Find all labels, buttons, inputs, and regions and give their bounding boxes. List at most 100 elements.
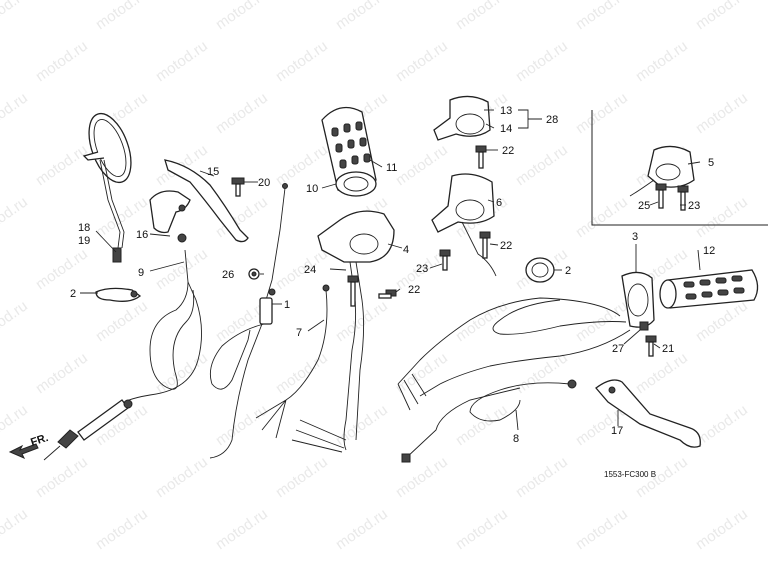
watermark-text: motod.ru: [93, 505, 151, 553]
callout-11: 11: [386, 162, 397, 174]
watermark-text: motod.ru: [0, 89, 31, 137]
callout-25: 25: [638, 200, 650, 212]
callout-5: 5: [708, 157, 714, 169]
callout-22-top: 22: [502, 145, 514, 157]
front-direction-arrow: FR.: [8, 432, 50, 459]
mirror: [82, 112, 132, 263]
callout-23-mid: 23: [416, 263, 428, 275]
watermark-text: motod.ru: [153, 349, 211, 397]
callout-14: 14: [500, 123, 512, 135]
clutch-lever: [149, 159, 249, 243]
nut-26: [248, 268, 260, 280]
bolts-middle: [347, 275, 397, 307]
watermark-text: motod.ru: [33, 349, 91, 397]
watermark-text: motod.ru: [693, 505, 751, 553]
callout-1: 1: [284, 299, 290, 311]
watermark-text: motod.ru: [153, 453, 211, 501]
watermark-text: motod.ru: [0, 401, 31, 449]
callout-23-inset: 23: [688, 200, 700, 212]
watermark-text: motod.ru: [453, 297, 511, 345]
callout-2-right: 2: [565, 265, 571, 277]
callout-22-mid: 22: [500, 240, 512, 252]
callout-6: 6: [496, 197, 502, 209]
callout-28: 28: [546, 114, 558, 126]
callout-numbers: 1 2 2 3 4 5 6 7 8 9 10 11 12 13 14 15 16…: [70, 105, 715, 445]
callout-15: 15: [207, 166, 219, 178]
callout-12: 12: [703, 245, 715, 257]
watermark-text: motod.ru: [693, 193, 751, 241]
watermark-text: motod.ru: [153, 37, 211, 85]
callout-13: 13: [500, 105, 512, 117]
brake-cable: [401, 379, 577, 463]
watermark-text: motod.ru: [93, 297, 151, 345]
watermark-text: motod.ru: [693, 89, 751, 137]
callout-10: 10: [306, 183, 318, 195]
watermark-text: motod.ru: [393, 37, 451, 85]
watermark-text: motod.ru: [213, 505, 271, 553]
watermark-text: motod.ru: [333, 505, 391, 553]
watermark-text: motod.ru: [153, 245, 211, 293]
front-direction-label: FR.: [29, 432, 50, 449]
inset-frame: [591, 110, 768, 226]
screw-20: [231, 177, 245, 197]
watermark-text: motod.ru: [273, 349, 331, 397]
callout-20: 20: [258, 177, 270, 189]
callout-8: 8: [513, 433, 519, 445]
left-switch-housing: [621, 271, 657, 357]
callout-7: 7: [296, 327, 302, 339]
watermark-text: motod.ru: [333, 297, 391, 345]
watermark-text: motod.ru: [513, 141, 571, 189]
watermark-text: motod.ru: [33, 245, 91, 293]
band-left: [95, 287, 142, 302]
callout-19: 19: [78, 235, 90, 247]
watermark-text: motod.ru: [633, 37, 691, 85]
watermark-text: motod.ru: [0, 297, 31, 345]
watermark-text: motod.ru: [693, 401, 751, 449]
watermark-text: motod.ru: [33, 141, 91, 189]
watermark-text: motod.ru: [453, 505, 511, 553]
main-harness: [397, 297, 631, 411]
collar-right: [525, 257, 555, 283]
callout-18: 18: [78, 222, 90, 234]
watermark-text: motod.ru: [573, 193, 631, 241]
watermark-text: motod.ru: [573, 89, 631, 137]
watermark-text: motod.ru: [273, 453, 331, 501]
watermark-text: motod.ru: [273, 37, 331, 85]
wire-harness-7: [255, 284, 330, 439]
watermark-text: motod.ru: [573, 505, 631, 553]
watermark-text: motod.ru: [453, 0, 511, 33]
throttle-grip: [321, 106, 377, 197]
watermark-text: motod.ru: [453, 401, 511, 449]
callout-4: 4: [403, 244, 409, 256]
watermark-text: motod.ru: [273, 141, 331, 189]
diagram-code: 1553-FC300 B: [604, 470, 656, 479]
callout-21: 21: [662, 343, 674, 355]
inset-switch-5: [629, 145, 695, 211]
watermark-text: motod.ru: [0, 505, 31, 553]
watermark-text: motod.ru: [213, 89, 271, 137]
watermark-text: motod.ru: [393, 453, 451, 501]
watermark-text: motod.ru: [213, 401, 271, 449]
watermark-text: motod.ru: [213, 0, 271, 33]
callout-26: 26: [222, 269, 234, 281]
watermark-text: motod.ru: [513, 349, 571, 397]
throttle-cable: [209, 183, 288, 459]
callout-16: 16: [136, 229, 148, 241]
callout-27: 27: [612, 343, 624, 355]
brake-lever: [595, 379, 701, 448]
callout-17: 17: [611, 425, 623, 437]
watermark-text: motod.ru: [393, 141, 451, 189]
right-switch-housing: [291, 210, 395, 453]
callout-24: 24: [304, 264, 316, 276]
watermark-text: motod.ru: [0, 0, 31, 33]
left-grip: [659, 269, 759, 309]
watermark-text: motod.ru: [513, 37, 571, 85]
switch-13-14: [433, 95, 491, 169]
watermark-text: motod.ru: [693, 0, 751, 33]
callout-3: 3: [632, 231, 638, 243]
watermark-text: motod.ru: [33, 37, 91, 85]
watermark-text: motod.ru: [33, 453, 91, 501]
watermark-text: motod.ru: [333, 401, 391, 449]
watermark-text: motod.ru: [513, 453, 571, 501]
